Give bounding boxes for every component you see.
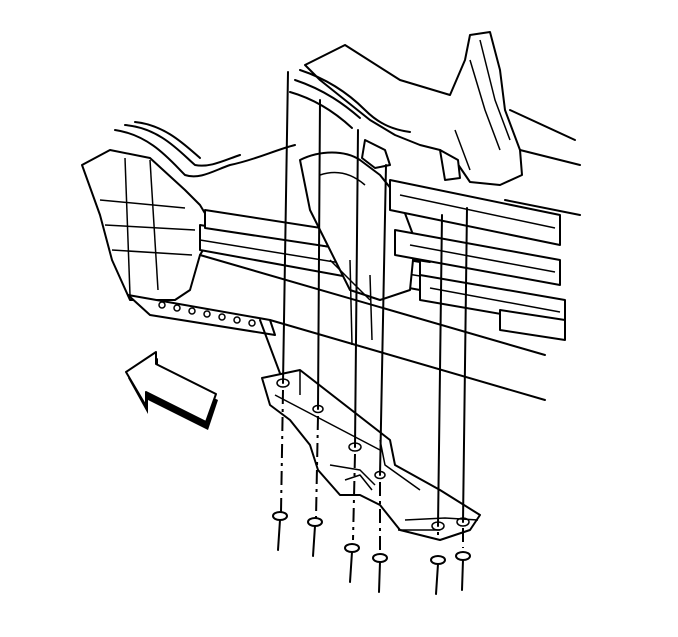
fastener-pins <box>272 511 471 595</box>
underbody-shield-panel <box>261 369 481 541</box>
fastener-pin-1 <box>272 511 288 551</box>
rocker-holes <box>158 301 256 327</box>
alignment-lines <box>280 71 468 550</box>
fastener-pin-3 <box>344 543 360 583</box>
fastener-pin-2 <box>307 517 323 557</box>
vehicle-underbody <box>81 31 581 401</box>
fastener-pin-5 <box>430 555 446 595</box>
front-direction-arrow-icon <box>125 351 218 430</box>
fastener-pin-6 <box>455 551 471 591</box>
fastener-pin-4 <box>372 553 388 593</box>
